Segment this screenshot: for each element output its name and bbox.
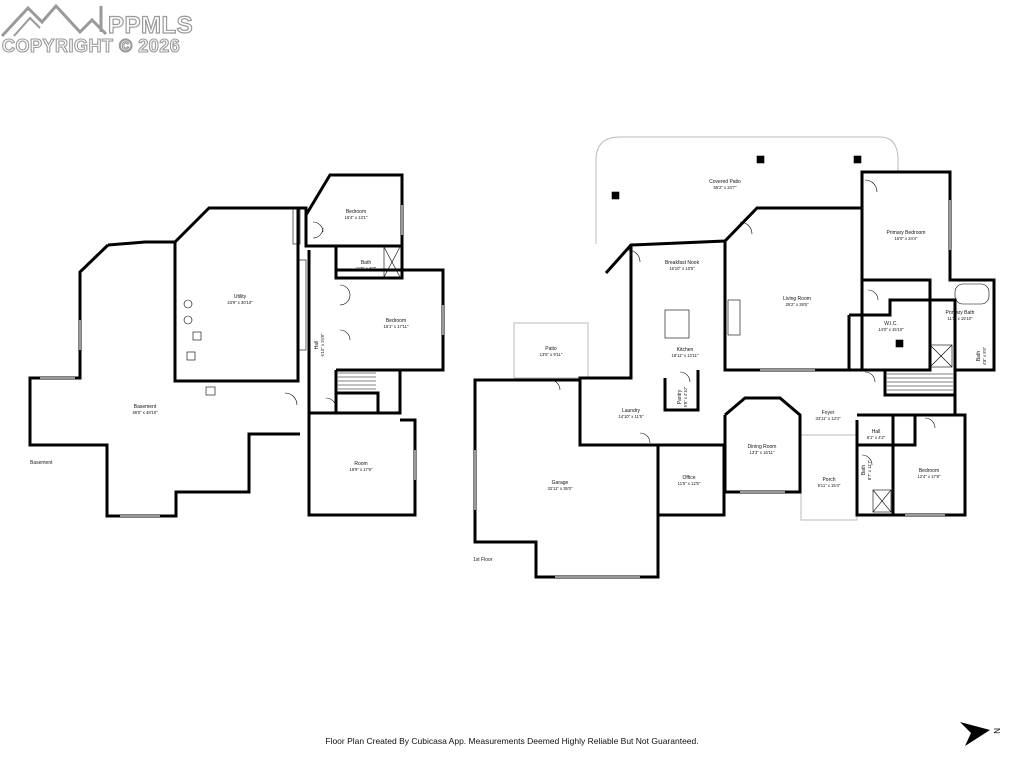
north-arrow-icon: N: [960, 722, 1001, 746]
breakfast-nook-dims: 16'10" x 10'5": [669, 266, 695, 271]
pantry-label: Pantry: [677, 389, 683, 404]
basement-dims: 48'0" x 48'10": [132, 410, 158, 415]
basement-stair-wall: [334, 370, 380, 415]
utility-label: Utility: [234, 294, 247, 300]
first-floor-stair-wall: [883, 370, 955, 397]
patio-dims: 13'5" x 9'11": [540, 352, 563, 357]
bath-b-label: Bath: [361, 260, 372, 266]
room-b-label: Room: [354, 461, 367, 467]
ppmls-watermark: PPMLS COPYRIGHT © 2026: [0, 0, 210, 62]
hall-1-label: Hall: [872, 429, 881, 435]
bedroom-1-dims: 12'4" x 17'8": [918, 474, 941, 479]
office-wall: [658, 443, 726, 515]
hall-1-dims: 6'1" x 4'2": [867, 435, 886, 440]
primary-bedroom-label: Primary Bedroom: [887, 230, 926, 236]
watermark-brand: PPMLS: [107, 11, 194, 39]
laundry-label: Laundry: [622, 408, 641, 414]
bath-b-wall: [334, 246, 404, 280]
kitchen-label: Kitchen: [677, 347, 694, 353]
primary-bath-dims: 11'3" x 15'10": [948, 316, 973, 321]
office-label: Office: [683, 475, 696, 481]
wic-dims: 14'0" x 15'10": [878, 327, 904, 332]
dining-room-label: Dining Room: [748, 444, 777, 450]
foyer-label: Foyer: [822, 410, 835, 416]
room-b-dims: 18'9" x 17'6": [350, 467, 373, 472]
garage-dims: 32'11" x 35'0": [548, 486, 573, 491]
basement-label: Basement: [134, 404, 157, 410]
kitchen-dims: 18'11" x 13'11": [671, 353, 699, 358]
bath-b-dims: 11'5" x 6'0": [356, 266, 377, 271]
room-b-wall: [309, 370, 402, 415]
bedroom-b2-label: Bedroom: [386, 318, 406, 324]
basement-outer-wall: [28, 243, 300, 518]
bath-1-wall: [857, 443, 895, 515]
bedroom-b2-dims: 15'1" x 17'11": [384, 324, 409, 329]
room-labels: Basement 48'0" x 48'10" Utility 23'9" x …: [30, 179, 987, 563]
patio-outline: [513, 322, 589, 379]
hall-b-dims: 6'10" x 24'9": [320, 333, 325, 356]
living-room-dims: 25'2" x 28'6": [786, 302, 809, 307]
basement-outer-wall-top: [107, 173, 404, 247]
pantry-wall: [663, 370, 700, 412]
bath-small-label: Bath: [976, 351, 982, 362]
basement-floor-label: Basement: [30, 460, 53, 466]
bedroom-1-wall: [855, 413, 967, 517]
kitchen-wall: [723, 208, 864, 372]
covered-patio-outline: [595, 136, 899, 244]
primary-bedroom-dims: 15'0" x 24'4": [895, 236, 918, 241]
bedroom-b1-wall: [304, 215, 402, 248]
hall-b-label: Hall: [314, 341, 320, 350]
garage-label: Garage: [552, 480, 569, 486]
pantry-dims: 5'9" x 4'10": [683, 386, 688, 407]
living-room-label: Living Room: [783, 296, 811, 302]
office-dims: 11'5" x 12'5": [678, 481, 701, 486]
garage-wall: [473, 378, 660, 579]
covered-patio-dims: 55'2" x 24'7": [714, 185, 737, 190]
watermark-copyright: COPYRIGHT © 2026: [1, 35, 181, 56]
porch-label: Porch: [822, 477, 835, 483]
hall-b-wall: [307, 250, 417, 517]
bedroom-b1-label: Bedroom: [346, 209, 366, 215]
bath-small-dims: 4'8" x 5'5": [982, 346, 987, 365]
compass-label: N: [992, 728, 1001, 734]
bedroom-b1-dims: 16'4" x 13'1": [345, 215, 368, 220]
hall-1-wall: [891, 415, 917, 447]
porch-dims: 9'11" x 15'4": [818, 483, 841, 488]
bath-1-label: Bath: [861, 465, 867, 476]
dining-room-dims: 13'3" x 16'11": [750, 450, 775, 455]
first-floor-label: 1st Floor: [473, 557, 493, 563]
laundry-dims: 14'10" x 11'5": [619, 414, 644, 419]
mountain-logo-icon: [0, 3, 108, 38]
primary-bath-label: Primary Bath: [946, 310, 975, 316]
breakfast-nook-label: Breakfast Nook: [665, 260, 700, 266]
primary-bedroom-wall: [862, 278, 932, 300]
primary-bath-wall: [930, 298, 957, 370]
dining-room-wall: [724, 396, 802, 435]
utility-dims: 23'9" x 30'10": [227, 300, 253, 305]
foyer-dims: 33'11" x 13'4": [816, 416, 841, 421]
covered-patio-label: Covered Patio: [709, 179, 741, 185]
first-floor-outer-wall: [604, 170, 996, 415]
floor-plan-footer: Floor Plan Created By Cubicasa App. Meas…: [325, 736, 699, 746]
wic-label: W.I.C.: [884, 321, 898, 327]
bath-1-dims: 8'7" x 11'7": [867, 459, 872, 480]
patio-label: Patio: [545, 346, 557, 352]
bedroom-1-label: Bedroom: [919, 468, 939, 474]
